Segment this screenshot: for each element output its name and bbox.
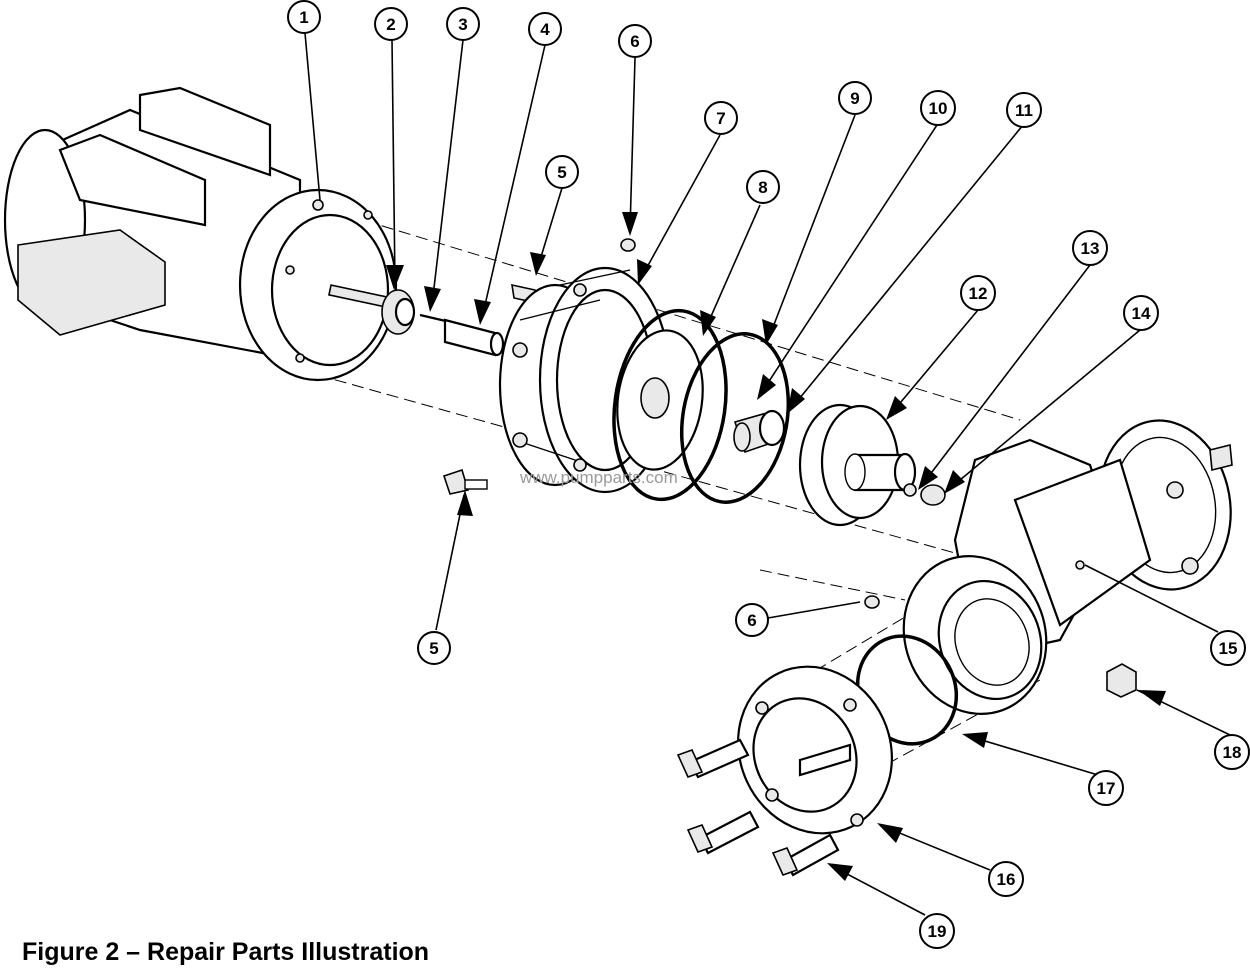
svg-text:13: 13 bbox=[1081, 239, 1100, 258]
callout-19: 19 bbox=[919, 913, 955, 949]
leader-lines bbox=[304, 32, 1231, 916]
drain-plug-lower bbox=[864, 595, 880, 609]
callout-15: 15 bbox=[1210, 630, 1246, 666]
callout-3: 3 bbox=[446, 7, 480, 41]
svg-text:16: 16 bbox=[997, 870, 1016, 889]
callout-6-upper: 6 bbox=[618, 24, 652, 58]
motor bbox=[3, 86, 401, 382]
slinger bbox=[381, 289, 416, 335]
svg-text:12: 12 bbox=[969, 284, 988, 303]
svg-text:15: 15 bbox=[1219, 639, 1238, 658]
shaft-sleeve bbox=[443, 318, 505, 357]
callout-13: 13 bbox=[1072, 230, 1108, 266]
flange-bolts bbox=[676, 738, 840, 877]
adapter-bolt-lower bbox=[442, 468, 488, 495]
callout-6-lower: 6 bbox=[735, 603, 769, 637]
svg-text:1: 1 bbox=[299, 8, 308, 27]
svg-text:18: 18 bbox=[1223, 743, 1242, 762]
callout-8: 8 bbox=[746, 170, 780, 204]
callout-5-upper: 5 bbox=[545, 155, 579, 189]
suction-flange bbox=[902, 555, 1048, 715]
callout-1: 1 bbox=[287, 0, 321, 34]
callout-16: 16 bbox=[988, 861, 1024, 897]
callout-12: 12 bbox=[960, 275, 996, 311]
svg-text:6: 6 bbox=[630, 32, 639, 51]
callout-9: 9 bbox=[838, 81, 872, 115]
flange-nut bbox=[1106, 663, 1137, 698]
impeller bbox=[798, 403, 917, 527]
callout-17: 17 bbox=[1088, 770, 1124, 806]
svg-text:3: 3 bbox=[458, 15, 467, 34]
callout-14: 14 bbox=[1123, 295, 1159, 331]
svg-text:2: 2 bbox=[386, 15, 395, 34]
impeller-nut bbox=[920, 484, 946, 506]
svg-text:5: 5 bbox=[557, 163, 566, 182]
svg-text:11: 11 bbox=[1015, 101, 1033, 120]
callout-18: 18 bbox=[1214, 734, 1250, 770]
drain-plug-upper bbox=[620, 238, 636, 252]
svg-text:7: 7 bbox=[716, 109, 725, 128]
svg-text:14: 14 bbox=[1132, 304, 1151, 323]
svg-text:19: 19 bbox=[928, 922, 947, 941]
callout-10: 10 bbox=[920, 90, 956, 126]
mechanical-seal bbox=[733, 409, 786, 454]
svg-text:6: 6 bbox=[747, 611, 756, 630]
arrowheads bbox=[386, 212, 1166, 881]
callout-2: 2 bbox=[374, 7, 408, 41]
watermark-text: www.pumpparts.com bbox=[520, 468, 678, 487]
seal-o-ring bbox=[679, 332, 791, 504]
companion-flange bbox=[737, 665, 893, 835]
callout-4: 4 bbox=[528, 12, 562, 46]
svg-text:10: 10 bbox=[929, 99, 948, 118]
svg-text:17: 17 bbox=[1097, 779, 1116, 798]
callout-7: 7 bbox=[704, 101, 738, 135]
svg-text:5: 5 bbox=[429, 639, 438, 658]
svg-text:8: 8 bbox=[758, 178, 767, 197]
callout-5-lower: 5 bbox=[417, 631, 451, 665]
impeller-washer bbox=[903, 483, 917, 497]
svg-text:4: 4 bbox=[540, 20, 550, 39]
callouts: 1 2 3 4 5 5 6 6 7 8 9 10 11 12 13 14 15 … bbox=[287, 0, 1250, 949]
callout-11: 11 bbox=[1006, 92, 1042, 128]
svg-text:9: 9 bbox=[850, 89, 859, 108]
figure-caption: Figure 2 – Repair Parts Illustration bbox=[22, 938, 430, 966]
